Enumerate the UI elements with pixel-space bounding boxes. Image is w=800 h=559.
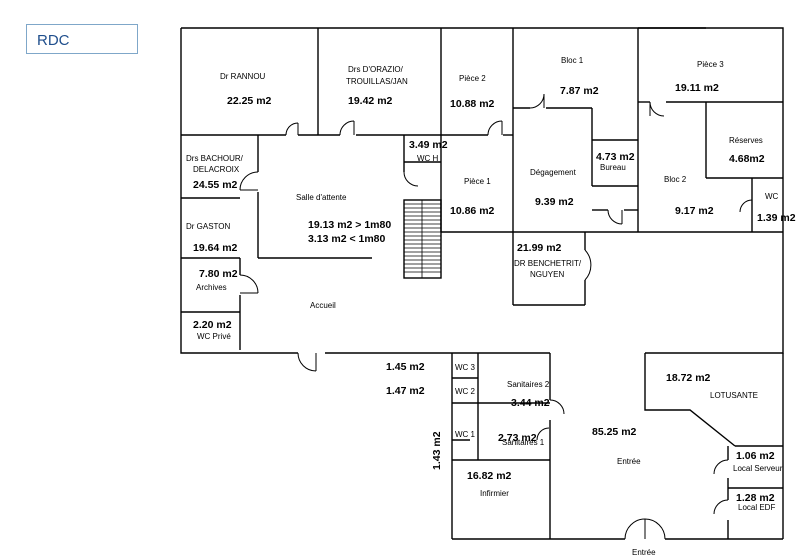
room-name-degagement: Dégagement — [530, 168, 577, 177]
area-benchetrit: 21.99 m2 — [517, 242, 562, 254]
room-name-entree-hall: Entrée — [617, 457, 641, 466]
room-name-edf: Local EDF — [738, 503, 775, 512]
area-edf: 1.28 m2 — [736, 492, 775, 504]
area-bloc2: 9.17 m2 — [675, 205, 714, 217]
room-name-wcprive: WC Privé — [197, 332, 231, 341]
room-name-bloc2: Bloc 2 — [664, 175, 687, 184]
area-rannou: 22.25 m2 — [227, 95, 272, 107]
room-name-wc-small: WC — [765, 192, 779, 201]
room-name-serveur: Local Serveur — [733, 464, 783, 473]
area-infirmier: 16.82 m2 — [467, 470, 512, 482]
area-piece3: 19.11 m2 — [675, 82, 719, 94]
level-label-box: RDC — [26, 24, 138, 54]
room-name-bureau: Bureau — [600, 163, 626, 172]
staircase — [404, 200, 441, 278]
area-lotusante: 18.72 m2 — [666, 372, 711, 384]
area-sanitaires1: 2.73 m2 — [498, 432, 537, 444]
room-name-sanitaires2: Sanitaires 2 — [507, 380, 550, 389]
area-bachour: 24.55 m2 — [193, 179, 238, 191]
level-label: RDC — [37, 32, 70, 49]
room-name-lotusante: LOTUSANTE — [710, 391, 758, 400]
room-name-archives: Archives — [196, 283, 227, 292]
area-wch: 3.49 m2 — [409, 139, 448, 151]
area-wc-small: 1.39 m2 — [757, 212, 796, 224]
room-name-piece3: Pièce 3 — [697, 60, 724, 69]
room-name-accueil: Accueil — [310, 301, 336, 310]
area-entree-hall: 85.25 m2 — [592, 426, 637, 438]
area-gaston: 19.64 m2 — [193, 242, 238, 254]
area-sanitaires2: 3.44 m2 — [511, 397, 550, 409]
room-name-sanitaires1: Sanitaires 1 — [502, 438, 545, 447]
area-bureau: 4.73 m2 — [596, 151, 635, 163]
room-name-bachour-2: DELACROIX — [193, 165, 240, 174]
area-bloc1: 7.87 m2 — [560, 85, 599, 97]
area-serveur: 1.06 m2 — [736, 450, 775, 462]
room-name-piece1: Pièce 1 — [464, 177, 491, 186]
room-names: Dr RANNOU Drs D'ORAZIO/ TROUILLAS/JAN Pi… — [186, 56, 783, 557]
room-name-infirmier: Infirmier — [480, 489, 509, 498]
room-name-reserves: Réserves — [729, 136, 763, 145]
area-reserves: 4.68m2 — [729, 153, 765, 165]
room-name-bloc1: Bloc 1 — [561, 56, 584, 65]
area-wc1: 1.43 m2 — [431, 431, 443, 470]
area-orazio: 19.42 m2 — [348, 95, 393, 107]
entrance-label: Entrée — [632, 548, 656, 557]
room-name-orazio-2: TROUILLAS/JAN — [346, 77, 408, 86]
room-areas: 22.25 m2 19.42 m2 10.88 m2 7.87 m2 19.11… — [193, 82, 796, 504]
room-name-wc2: WC 2 — [455, 387, 476, 396]
area-degagement: 9.39 m2 — [535, 196, 574, 208]
area-piece2: 10.88 m2 — [450, 98, 495, 110]
walls — [180, 27, 784, 540]
room-name-wc1: WC 1 — [455, 430, 476, 439]
room-name-salle-attente: Salle d'attente — [296, 193, 347, 202]
door-swings — [239, 93, 753, 540]
room-name-gaston: Dr GASTON — [186, 222, 231, 231]
room-name-orazio-1: Drs D'ORAZIO/ — [348, 65, 404, 74]
room-name-benchetrit-2: NGUYEN — [530, 270, 564, 279]
room-name-bachour-1: Drs BACHOUR/ — [186, 154, 244, 163]
room-name-benchetrit-1: DR BENCHETRIT/ — [514, 259, 582, 268]
area-wc2: 1.47 m2 — [386, 385, 425, 397]
area-wc3: 1.45 m2 — [386, 361, 425, 373]
area-salle-2: 3.13 m2 < 1m80 — [308, 233, 386, 245]
room-name-wch: WC H — [417, 154, 439, 163]
room-name-wc3: WC 3 — [455, 363, 476, 372]
area-archives: 7.80 m2 — [199, 268, 238, 280]
room-name-rannou: Dr RANNOU — [220, 72, 266, 81]
room-name-piece2: Pièce 2 — [459, 74, 486, 83]
area-piece1: 10.86 m2 — [450, 205, 495, 217]
area-wcprive: 2.20 m2 — [193, 319, 232, 331]
area-salle-1: 19.13 m2 > 1m80 — [308, 219, 391, 231]
